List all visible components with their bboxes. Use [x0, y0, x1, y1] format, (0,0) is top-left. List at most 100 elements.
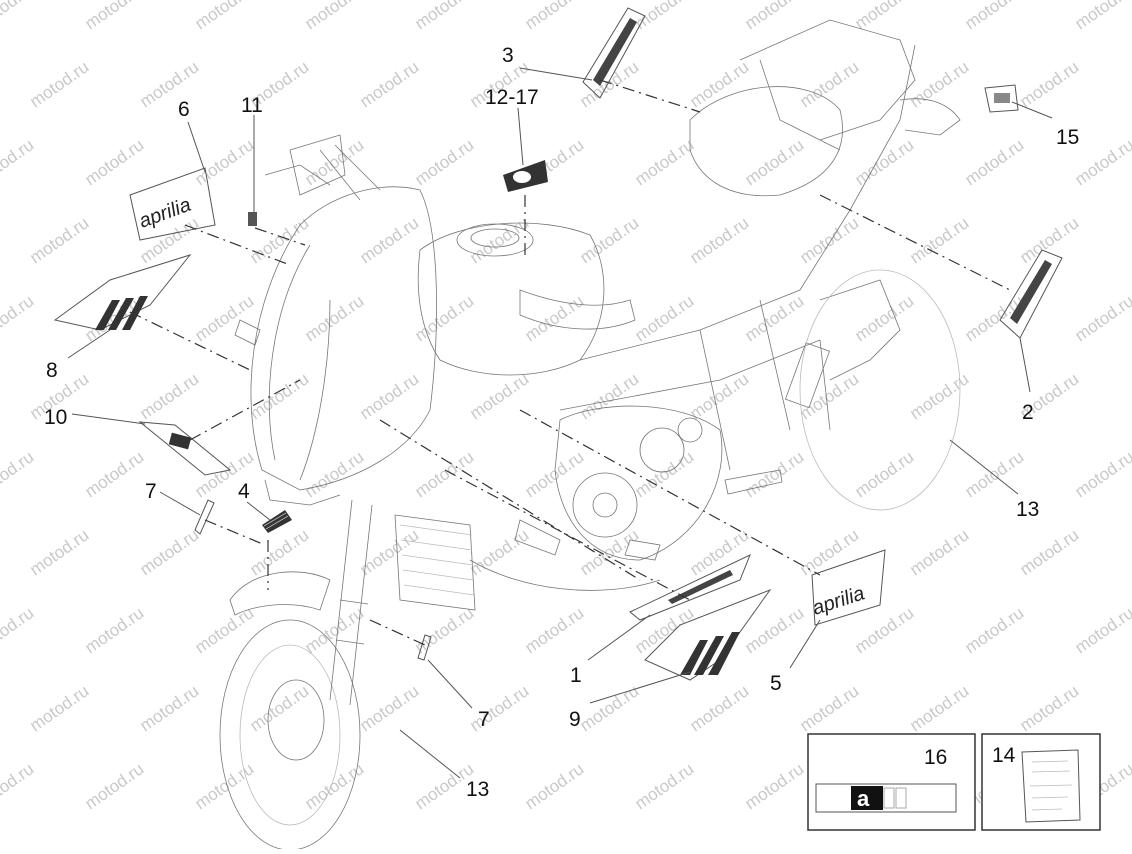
watermark-text: motod.ru — [81, 759, 147, 813]
watermark-text: motod.ru — [521, 291, 587, 345]
decal-10 — [138, 421, 232, 476]
watermark-text: motod.ru — [851, 135, 917, 189]
watermark-text: motod.ru — [961, 0, 1027, 33]
watermark-text: motod.ru — [686, 213, 752, 267]
watermark-text: motod.ru — [301, 0, 367, 33]
watermark-text: motod.ru — [301, 447, 367, 501]
watermark-text: motod.ru — [411, 603, 477, 657]
watermark-text: motod.ru — [191, 603, 257, 657]
callout-10: 10 — [44, 406, 67, 429]
callout-2: 2 — [1022, 401, 1034, 424]
callout-7-upper: 7 — [145, 480, 157, 503]
watermark-text: motod.ru — [0, 447, 37, 501]
watermark-text: motod.ru — [301, 603, 367, 657]
watermark-text: motod.ru — [136, 681, 202, 735]
inset-box-14: 14 — [981, 733, 1101, 831]
watermark-text: motod.ru — [81, 291, 147, 345]
watermark-text: motod.ru — [631, 291, 697, 345]
watermark-text: motod.ru — [191, 759, 257, 813]
leader-lines — [67, 67, 1053, 779]
callout-8: 8 — [46, 359, 58, 382]
watermark-text: motod.ru — [0, 135, 37, 189]
watermark-text: motod.ru — [631, 759, 697, 813]
callout-3: 3 — [502, 44, 514, 67]
inset-16-letter: a — [857, 786, 870, 811]
decal-15 — [984, 84, 1019, 113]
watermark-text: motod.ru — [741, 291, 807, 345]
callout-11: 11 — [241, 94, 263, 117]
inset-14-label: 14 — [992, 744, 1016, 767]
watermark-text: motod.ru — [686, 681, 752, 735]
watermark-text: motod.ru — [356, 213, 422, 267]
watermark-text: motod.ru — [1071, 447, 1132, 501]
watermark-text: motod.ru — [1071, 291, 1132, 345]
watermark-text: motod.ru — [686, 525, 752, 579]
watermark-text: motod.ru — [576, 681, 642, 735]
watermark-text: motod.ru — [906, 681, 972, 735]
watermark-text: motod.ru — [906, 369, 972, 423]
watermark-text: motod.ru — [741, 447, 807, 501]
watermark-text: motod.ru — [466, 525, 532, 579]
inset-box-16: 16 a — [807, 733, 976, 831]
watermark-text: motod.ru — [26, 213, 92, 267]
watermark-text: motod.ru — [81, 447, 147, 501]
watermark-text: motod.ru — [466, 681, 532, 735]
watermark-text: motod.ru — [0, 291, 37, 345]
watermark-text: motod.ru — [796, 57, 862, 111]
watermark-text: motod.ru — [521, 603, 587, 657]
watermark-text: motod.ru — [26, 525, 92, 579]
watermark-text: motod.ru — [356, 57, 422, 111]
decal-12-17 — [503, 160, 548, 192]
watermark-text: motod.ru — [81, 0, 147, 33]
watermark-text: motod.ru — [851, 447, 917, 501]
watermark-text: motod.ru — [796, 369, 862, 423]
callout-labels: 3 12-17 6 11 15 8 2 10 13 7 4 1 5 9 7 13 — [44, 44, 1079, 801]
watermark-text: motod.ru — [741, 603, 807, 657]
watermark-text: motod.ru — [26, 681, 92, 735]
watermark-text: motod.ru — [81, 603, 147, 657]
watermark-text: motod.ru — [1016, 57, 1082, 111]
watermark-text: motod.ru — [1071, 0, 1132, 33]
watermark-text: motod.ru — [26, 57, 92, 111]
watermark-text: motod.ru — [851, 291, 917, 345]
watermark-text: motod.ru — [906, 213, 972, 267]
decal-7-upper — [194, 499, 215, 535]
watermark-layer: motod.ru motod.ru motod.ru motod.ru motod.ru… — [0, 0, 1132, 813]
watermark-text: motod.ru — [521, 0, 587, 33]
callout-13-right: 13 — [1016, 498, 1039, 521]
decal-7-lower — [417, 634, 432, 661]
watermark-text: motod.ru — [631, 603, 697, 657]
watermark-text: motod.ru — [521, 447, 587, 501]
watermark-text: motod.ru — [1016, 525, 1082, 579]
decal-9 — [644, 588, 772, 681]
watermark-text: motod.ru — [0, 603, 37, 657]
watermark-text: motod.ru — [466, 213, 532, 267]
watermark-text: motod.ru — [576, 525, 642, 579]
watermark-text: motod.ru — [191, 291, 257, 345]
watermark-text: motod.ru — [411, 0, 477, 33]
watermark-text: motod.ru — [246, 525, 312, 579]
inset-16-label: 16 — [924, 746, 947, 769]
watermark-text: motod.ru — [411, 291, 477, 345]
watermark-text: motod.ru — [246, 369, 312, 423]
decal-4 — [262, 510, 292, 533]
callout-12-17: 12-17 — [485, 86, 539, 109]
decal-2 — [999, 249, 1063, 339]
watermark-text: motod.ru — [961, 603, 1027, 657]
watermark-text: motod.ru — [411, 135, 477, 189]
decal-11 — [248, 212, 257, 226]
assembly-lines — [129, 79, 1011, 646]
decal-parts: aprilia — [53, 7, 1063, 681]
motorcycle-drawing — [219, 19, 961, 851]
watermark-text: motod.ru — [136, 57, 202, 111]
watermark-text: motod.ru — [136, 369, 202, 423]
decal-8 — [53, 254, 192, 331]
watermark-text: motod.ru — [1071, 135, 1132, 189]
watermark-text: motod.ru — [356, 369, 422, 423]
callout-9: 9 — [569, 708, 581, 731]
watermark-text: motod.ru — [741, 759, 807, 813]
watermark-text: motod.ru — [961, 135, 1027, 189]
callout-4: 4 — [238, 480, 250, 503]
callout-6: 6 — [178, 98, 190, 121]
